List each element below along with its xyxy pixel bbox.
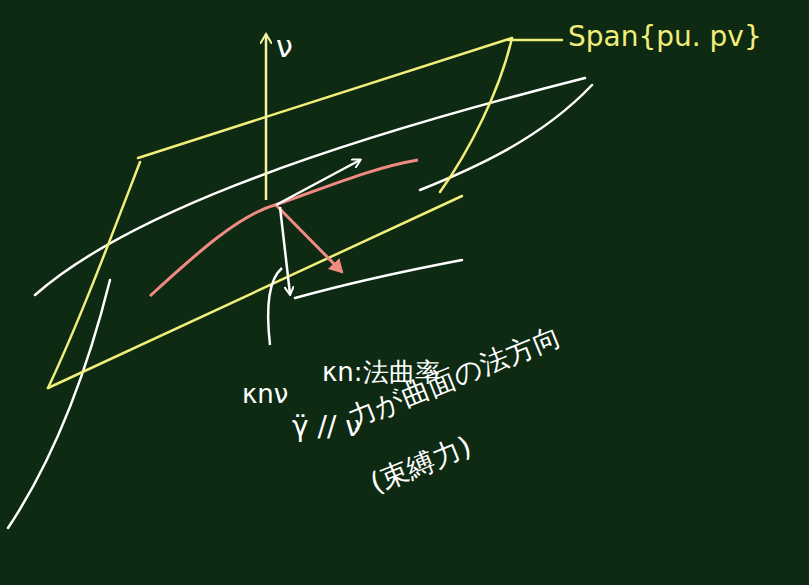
curve-gamma (150, 160, 418, 296)
leader-line (268, 268, 282, 345)
tangent-plane (48, 38, 562, 388)
constraint-force-note: (束縛力) (366, 431, 476, 499)
tangent-plane-label: Span{pu. pv} (568, 22, 762, 53)
normal-symbol: ν (276, 30, 293, 63)
normal-curvature-term: κnν (242, 380, 288, 409)
normal-vector (265, 34, 268, 200)
curved-surface (8, 78, 592, 528)
normal-component (280, 207, 290, 294)
tangent-vector (276, 160, 360, 205)
